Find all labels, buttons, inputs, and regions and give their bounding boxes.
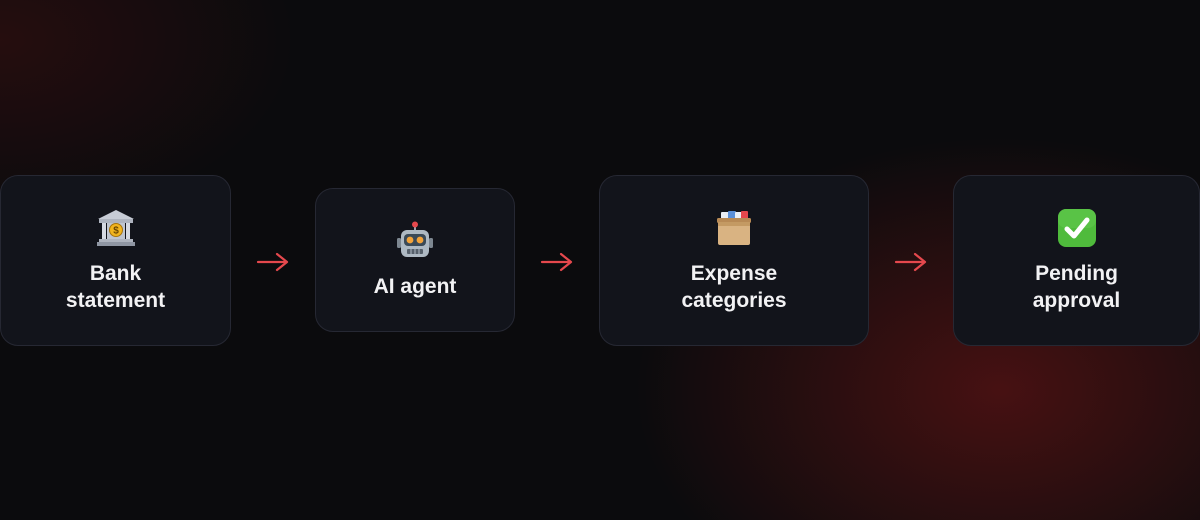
- step-expense-categories: Expense categories: [599, 175, 869, 346]
- step-label: Pending approval: [1032, 261, 1121, 312]
- bank-icon: $: [96, 208, 136, 248]
- step-bank-statement: $ Bank statement: [0, 175, 231, 346]
- step-ai-agent: AI agent: [315, 188, 515, 332]
- check-mark-button-icon: [1057, 208, 1097, 248]
- card-file-box-icon: [714, 208, 754, 248]
- robot-icon: [395, 221, 435, 261]
- svg-text:$: $: [113, 225, 119, 236]
- arrow-right-icon: [256, 252, 289, 272]
- step-pending-approval: Pending approval: [953, 175, 1200, 346]
- step-label: Bank statement: [65, 261, 166, 312]
- step-label: AI agent: [373, 274, 457, 298]
- arrow-right-icon: [540, 252, 573, 272]
- step-label: Expense categories: [681, 261, 787, 312]
- arrow-right-icon: [894, 252, 927, 272]
